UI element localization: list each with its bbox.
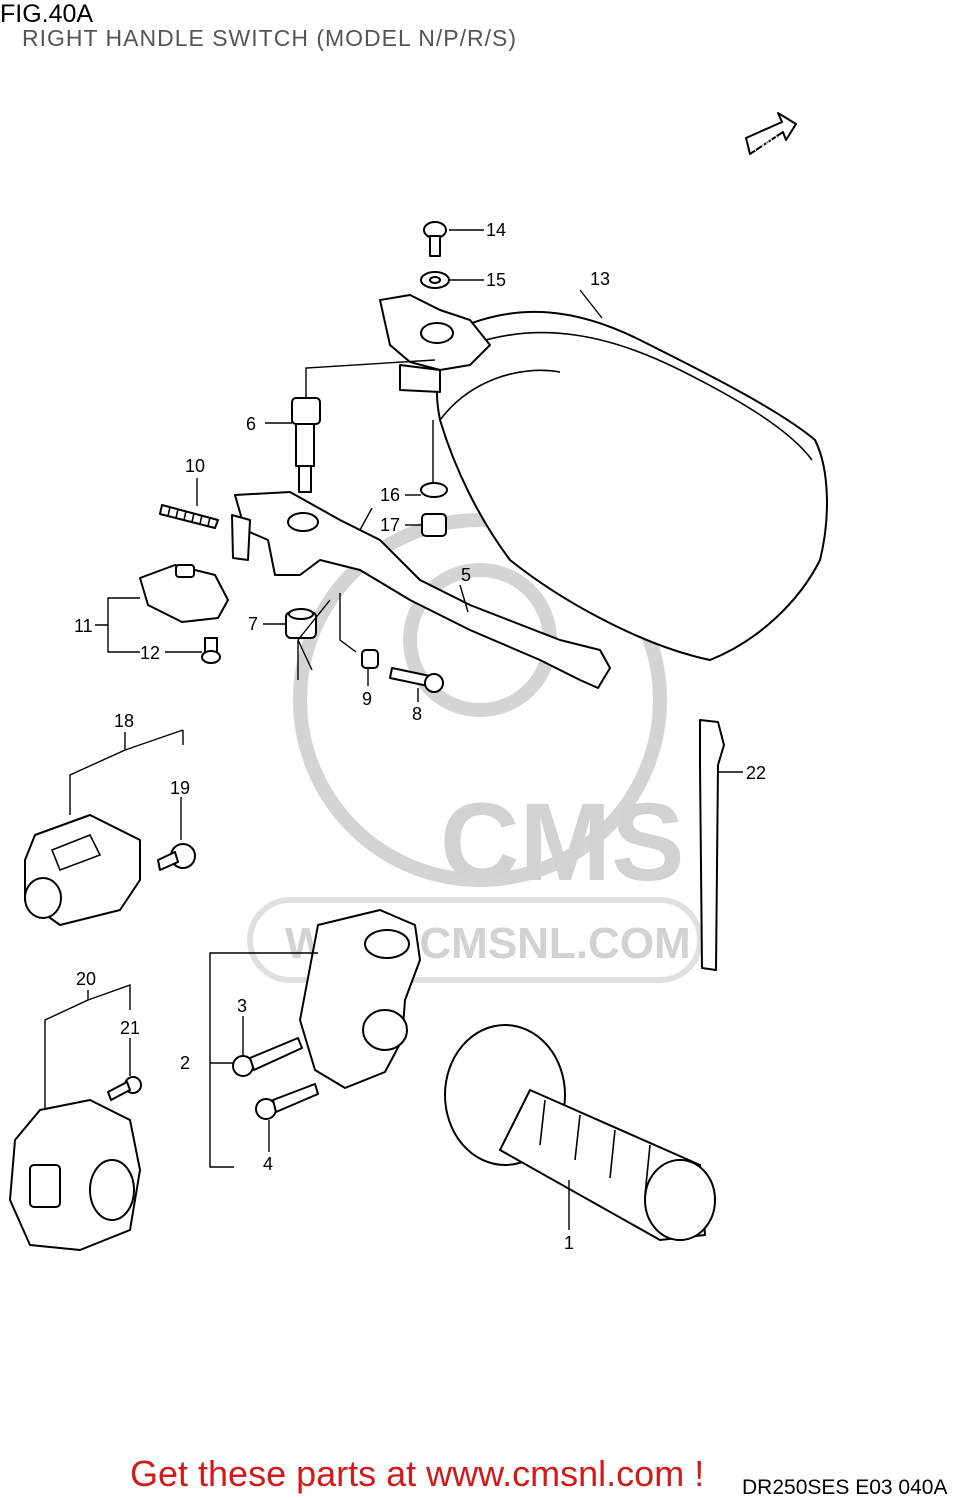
callout-11: 11 (74, 616, 93, 636)
callout-9: 9 (362, 689, 372, 709)
callout-5: 5 (461, 565, 471, 585)
watermark-logo: CMS (440, 781, 684, 904)
part-cable-strap (699, 719, 725, 971)
part-screw (232, 1037, 303, 1077)
part-nut (361, 649, 379, 669)
part-stop-switch (139, 564, 229, 623)
callout-19: 19 (170, 778, 190, 798)
reference-code: DR250SES E03 040A (742, 1476, 948, 1499)
handguard (435, 310, 828, 661)
figure-id: FIG.40A (0, 0, 94, 28)
part-bolt (389, 667, 444, 693)
part-washer (420, 482, 448, 498)
callout-17: 17 (380, 515, 400, 535)
callout-2: 2 (180, 1053, 190, 1073)
part-grip (444, 1024, 716, 1241)
callout-14: 14 (486, 220, 506, 240)
part-throttle-housing (299, 909, 421, 1089)
part-switch-housing (24, 814, 141, 926)
part-screw (201, 637, 221, 664)
brake-lever (231, 491, 611, 689)
promo-banner[interactable]: Get these parts at www.cmsnl.com ! (130, 1453, 705, 1494)
leader-lines (44, 229, 743, 1230)
part-pivot-bolt (291, 397, 321, 493)
callout-21: 21 (120, 1018, 140, 1038)
callout-7: 7 (248, 614, 258, 634)
callout-22: 22 (746, 763, 766, 783)
callout-20: 20 (76, 969, 96, 989)
part-handlebar-switch (9, 1099, 141, 1251)
callout-6: 6 (246, 414, 256, 434)
callout-12: 12 (140, 643, 160, 663)
callout-8: 8 (412, 704, 422, 724)
part-nut (421, 513, 447, 537)
callout-15: 15 (486, 270, 506, 290)
part-spring (159, 504, 219, 529)
callout-numbers: 14 15 13 6 10 16 17 5 11 7 12 9 8 18 22 … (74, 220, 766, 1253)
callout-4: 4 (263, 1154, 273, 1174)
callout-10: 10 (185, 456, 205, 476)
fwd-direction-badge: FWD (745, 112, 797, 155)
callout-1: 1 (564, 1233, 574, 1253)
callout-3: 3 (237, 996, 247, 1016)
part-screw (255, 1083, 319, 1120)
part-washer (420, 271, 450, 289)
callout-16: 16 (380, 485, 400, 505)
part-screw (107, 1076, 142, 1101)
part-screw (423, 221, 447, 257)
part-nut (285, 608, 317, 639)
callout-13: 13 (590, 269, 610, 289)
mount-bracket (379, 294, 491, 393)
part-screw (157, 843, 196, 871)
figure-title: RIGHT HANDLE SWITCH (MODEL N/P/R/S) (22, 25, 518, 51)
callout-18: 18 (114, 711, 134, 731)
